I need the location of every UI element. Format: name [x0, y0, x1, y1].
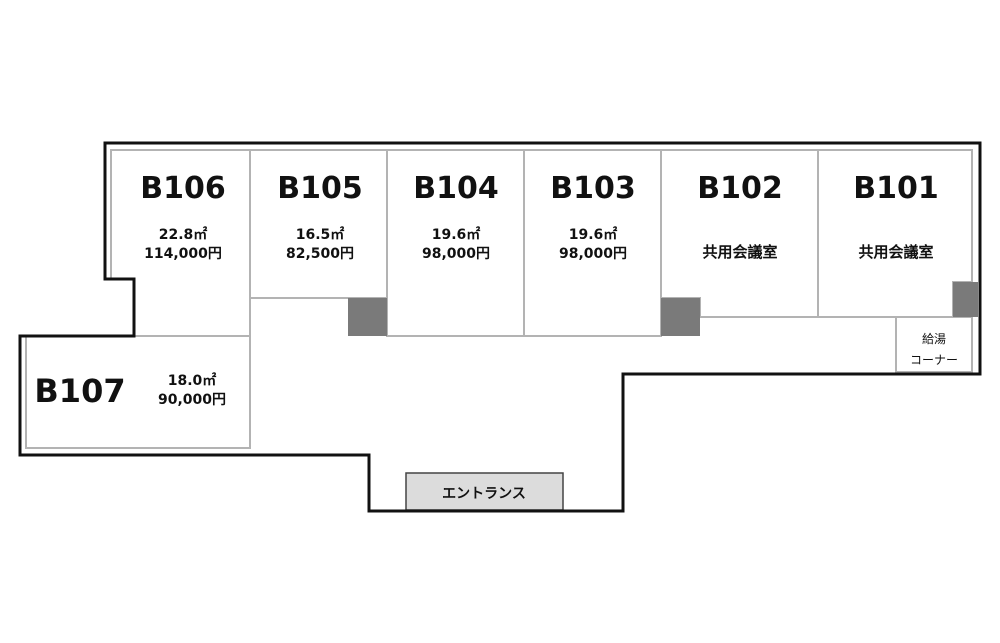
room-price: 82,500円 [286, 246, 354, 262]
room-area: 22.8㎡ [159, 226, 208, 243]
room-id: B103 [550, 171, 636, 206]
entrance-mat [405, 472, 564, 511]
room-label: 共用会議室 [858, 243, 933, 261]
room-id: B105 [277, 171, 363, 206]
kitchen-corner: 給湯 コーナー [910, 332, 958, 367]
room-b102: B102 共用会議室 [697, 171, 783, 261]
room-b107: B107 18.0㎡ 90,000円 [34, 372, 226, 410]
room-b101: B101 共用会議室 [853, 171, 939, 261]
room-price: 98,000円 [422, 246, 490, 262]
kitchen-label-line1: 給湯 [922, 332, 946, 346]
room-b103: B103 19.6㎡ 98,000円 [550, 171, 636, 262]
room-b105-outline [249, 149, 388, 299]
room-area: 19.6㎡ [569, 226, 618, 243]
room-b105: B105 16.5㎡ 82,500円 [277, 171, 363, 262]
room-id: B107 [34, 372, 125, 410]
room-outlines [25, 149, 973, 449]
kitchen-corner-outline [895, 316, 973, 373]
room-b106: B106 22.8㎡ 114,000円 [140, 171, 226, 262]
room-area: 18.0㎡ [168, 372, 217, 389]
room-b103-outline [523, 149, 662, 337]
entrance-label: エントランス [442, 486, 526, 502]
column-b102 [661, 298, 700, 336]
room-b107-outline [25, 335, 251, 449]
outer-wall [18, 141, 982, 513]
room-price: 90,000円 [158, 392, 226, 408]
room-b104-outline [386, 149, 525, 337]
room-area: 16.5㎡ [296, 226, 345, 243]
column-b101 [953, 282, 978, 317]
room-label: 共用会議室 [702, 243, 777, 261]
columns [348, 282, 978, 336]
room-area: 19.6㎡ [432, 226, 481, 243]
room-price: 114,000円 [144, 246, 222, 262]
column-b105 [348, 298, 387, 336]
room-id: B106 [140, 171, 226, 206]
kitchen-label-line2: コーナー [910, 353, 958, 367]
room-id: B101 [853, 171, 939, 206]
room-id: B102 [697, 171, 783, 206]
room-price: 98,000円 [559, 246, 627, 262]
room-b104: B104 19.6㎡ 98,000円 [413, 171, 499, 262]
room-id: B104 [413, 171, 499, 206]
